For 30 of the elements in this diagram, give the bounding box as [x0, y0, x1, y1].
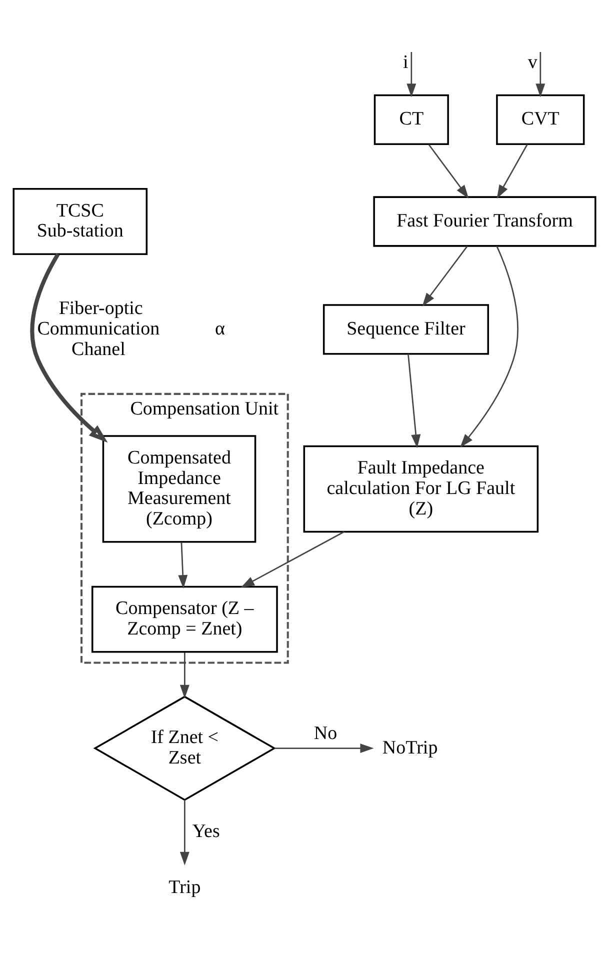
arrow	[240, 530, 345, 588]
edge-label: Yes	[192, 820, 220, 842]
node-box: Fast Fourier Transform	[373, 196, 596, 246]
node-box: CVT	[496, 94, 585, 144]
arrow	[30, 252, 108, 442]
arrow	[428, 144, 469, 198]
arrow	[180, 799, 190, 865]
arrow	[460, 245, 518, 448]
node-box: Fault Impedance calculation For LG Fault (Z)	[303, 444, 539, 532]
arrow	[422, 245, 468, 306]
edge-label: Fiber-optic Communication Chanel	[37, 298, 160, 360]
edge-label: i	[403, 51, 408, 72]
node-diamond: If Znet < Zset	[93, 695, 276, 800]
arrow	[406, 51, 416, 97]
node-box: CT	[374, 94, 449, 144]
node-box: Sequence Filter	[322, 304, 490, 354]
node-box: Compensated Impedance Measurement (Zcomp)	[102, 434, 256, 542]
node-box: Compensator (Z – Zcomp = Znet)	[91, 585, 278, 652]
arrow	[408, 353, 421, 448]
node-text: NoTrip	[382, 736, 438, 758]
node-box: TCSC Sub-station	[12, 188, 148, 254]
arrow	[178, 542, 188, 588]
edge-label: v	[528, 51, 538, 72]
arrow	[274, 743, 374, 753]
arrow	[180, 652, 190, 698]
label: α	[215, 318, 225, 339]
arrow	[536, 51, 546, 97]
arrow	[496, 144, 528, 198]
edge-label: No	[314, 722, 338, 744]
node-text: Trip	[168, 876, 201, 898]
